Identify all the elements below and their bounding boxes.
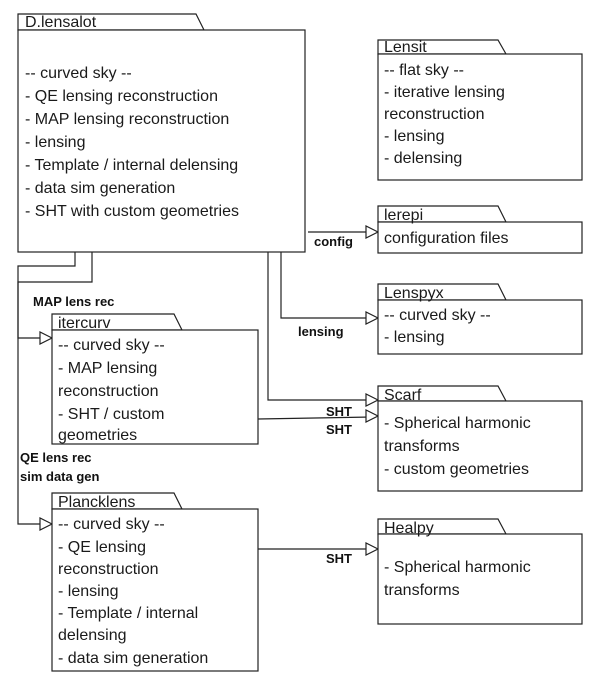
package-line: - data sim generation (25, 180, 175, 197)
arrowhead-icon (39, 517, 54, 531)
package-line: -- flat sky -- (384, 62, 464, 79)
package-healpy: Healpy - Spherical harmonic transforms (377, 518, 583, 625)
arrowhead-icon (365, 542, 380, 556)
package-line: delensing (58, 627, 127, 644)
package-name: lerepi (384, 207, 423, 224)
package-line: geometries (58, 427, 137, 444)
arrowhead-icon (39, 331, 54, 345)
package-line: - SHT / custom (58, 406, 164, 423)
edge-label-lensing: lensing (298, 324, 344, 339)
package-line: - data sim generation (58, 650, 208, 667)
edge-plancklens-to-healpy (258, 542, 380, 556)
edge-dlensalot-to-lerepi (308, 225, 380, 239)
package-line: - Template / internal (58, 605, 198, 622)
edge-itercurv-to-scarf (257, 409, 380, 423)
arrowhead-icon (365, 225, 380, 239)
edge-label-qe-lens-rec: QE lens rec (20, 450, 92, 465)
edge-dlensalot-to-itercurv (17, 252, 76, 345)
arrowhead-icon (365, 311, 380, 325)
package-name: itercurv (58, 315, 110, 332)
arrowhead-icon (365, 409, 380, 423)
package-line: transforms (384, 438, 460, 455)
package-line: reconstruction (384, 106, 485, 123)
package-line: - QE lensing (58, 539, 146, 556)
package-name: Plancklens (58, 494, 135, 511)
package-line: - delensing (384, 150, 462, 167)
package-line: - lensing (58, 583, 118, 600)
package-line: reconstruction (58, 383, 159, 400)
package-lensit: Lensit -- flat sky -- - iterative lensin… (377, 39, 583, 181)
package-lenspyx: Lenspyx -- curved sky -- - lensing (377, 283, 583, 355)
package-line: - SHT with custom geometries (25, 203, 239, 220)
package-line: - MAP lensing reconstruction (25, 111, 229, 128)
package-line: -- curved sky -- (58, 337, 165, 354)
edge-dlensalot-to-plancklens (17, 252, 93, 531)
package-plancklens: Plancklens -- curved sky -- - QE lensing… (51, 492, 259, 672)
package-name: D.lensalot (25, 14, 97, 31)
package-line: - QE lensing reconstruction (25, 88, 218, 105)
package-line: - Spherical harmonic (384, 559, 531, 576)
edge-label-config: config (314, 234, 353, 249)
package-name: Lenspyx (384, 285, 444, 302)
package-scarf: Scarf - Spherical harmonic transforms - … (377, 385, 583, 492)
package-line: - iterative lensing (384, 84, 505, 101)
package-line: - Template / internal delensing (25, 157, 238, 174)
package-line: -- curved sky -- (384, 307, 491, 324)
package-line: - Spherical harmonic (384, 415, 531, 432)
edge-dlensalot-to-scarf (267, 252, 380, 407)
edge-dlensalot-to-lenspyx (280, 252, 380, 325)
package-line: - lensing (384, 128, 444, 145)
package-name: Lensit (384, 39, 427, 56)
package-name: Scarf (384, 387, 422, 404)
package-line: -- curved sky -- (25, 65, 132, 82)
package-itercurv: itercurv -- curved sky -- - MAP lensing … (51, 313, 259, 445)
edge-label-sht-plancklens-healpy: SHT (326, 551, 352, 566)
edge-label-sht-dlensalot-scarf: SHT (326, 404, 352, 419)
package-line: - custom geometries (384, 461, 529, 478)
package-line: configuration files (384, 230, 509, 247)
package-line: reconstruction (58, 561, 159, 578)
package-lerepi: lerepi configuration files (377, 205, 583, 254)
edge-label-sim-data-gen: sim data gen (20, 469, 100, 484)
package-line: -- curved sky -- (58, 516, 165, 533)
edge-label-sht-itercurv-scarf: SHT (326, 422, 352, 437)
package-name: Healpy (384, 520, 434, 537)
package-line: - lensing (25, 134, 85, 151)
arrowhead-icon (365, 393, 380, 407)
package-line: - lensing (384, 329, 444, 346)
edge-label-map-lens-rec: MAP lens rec (33, 294, 114, 309)
package-dlensalot: D.lensalot -- curved sky -- - QE lensing… (17, 13, 306, 253)
package-line: - MAP lensing (58, 360, 157, 377)
package-line: transforms (384, 582, 460, 599)
